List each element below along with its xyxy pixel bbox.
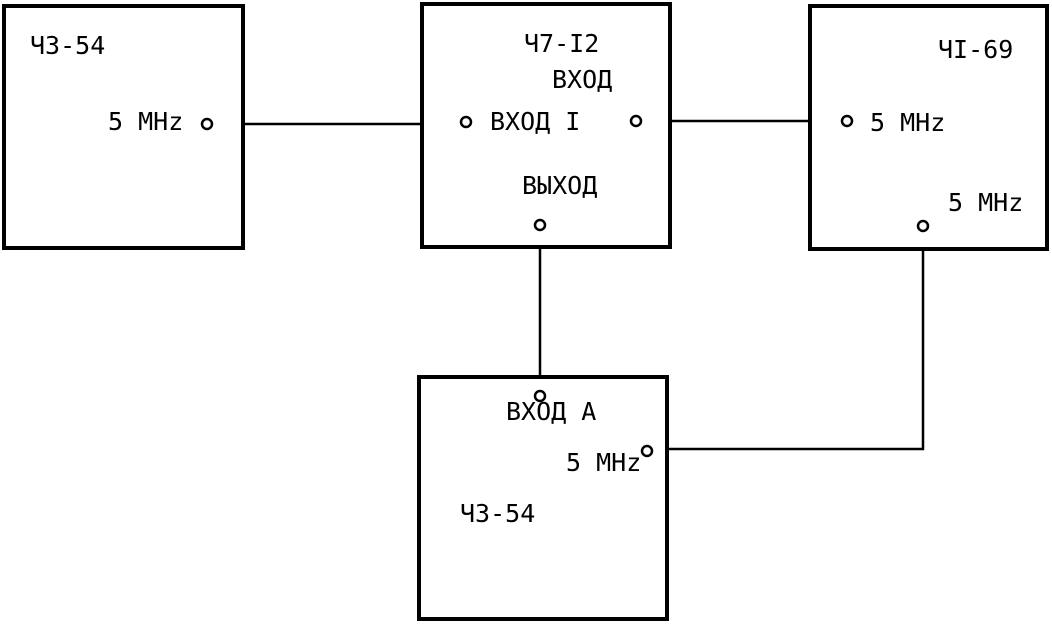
block-meter-right-input-label: 5 MHz [870,108,945,137]
block-meter-right-output-port[interactable] [916,219,930,233]
block-meter-right: ЧI-69 5 MHz 5 MHz [808,4,1049,251]
block-counter-bottom-port[interactable] [640,444,654,458]
block-meter-center-output-label: ВЫХОД [522,171,597,200]
block-counter-bottom-port-label: 5 MHz [566,448,641,477]
block-counter-bottom-title: Ч3-54 [460,499,535,528]
block-generator-left-title: Ч3-54 [30,31,105,60]
block-meter-right-frame [808,4,1049,251]
block-counter-bottom-input-a-port[interactable] [533,389,547,403]
block-meter-center-title: Ч7-I2 [524,29,599,58]
block-meter-center-input-1-label: ВХОД I [490,107,580,136]
block-meter-center: Ч7-I2 ВХОД ВХОД I ВЫХОД [420,2,672,249]
block-meter-center-input-1-port[interactable] [459,115,473,129]
block-generator-left: Ч3-54 5 MHz [2,4,245,250]
block-generator-left-port[interactable] [200,117,214,131]
block-meter-center-output-port[interactable] [533,218,547,232]
wire-right-to-bottom [651,230,925,451]
block-meter-center-input-header: ВХОД [552,65,612,94]
block-counter-bottom: ВХОД А 5 MHz Ч3-54 [417,375,669,621]
block-meter-right-output-label: 5 MHz [948,188,1023,217]
block-generator-left-port-label: 5 MHz [108,107,183,136]
block-counter-bottom-input-a-label: ВХОД А [506,397,596,426]
block-meter-right-title: ЧI-69 [938,35,1013,64]
block-meter-right-input-port[interactable] [840,114,854,128]
block-counter-bottom-frame [417,375,669,621]
block-meter-center-input-2-port[interactable] [629,114,643,128]
